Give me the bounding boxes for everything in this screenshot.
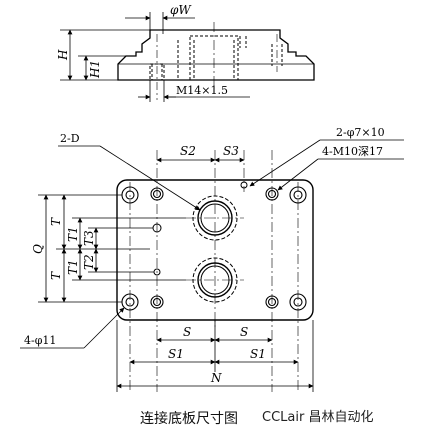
center-port-section bbox=[177, 35, 239, 81]
label-S2: S2 bbox=[180, 144, 196, 158]
label-T1-lower: T1 bbox=[66, 259, 80, 275]
thread-hole-left bbox=[149, 63, 165, 81]
centerlines bbox=[129, 150, 299, 392]
label-H: H bbox=[56, 49, 70, 61]
label-thread: M14×1.5 bbox=[176, 84, 228, 97]
elevation-outline bbox=[117, 29, 315, 81]
m10-holes bbox=[150, 187, 279, 309]
dim-bottom-horizontal bbox=[116, 320, 314, 392]
thread-hole-right bbox=[271, 44, 283, 66]
elevation-view bbox=[117, 22, 315, 100]
label-S-left: S bbox=[183, 325, 191, 339]
dim-phiW bbox=[125, 12, 195, 34]
corner-holes bbox=[121, 186, 307, 311]
label-T3: T3 bbox=[82, 230, 96, 246]
label-T2: T2 bbox=[82, 254, 96, 270]
plan-view bbox=[116, 150, 314, 392]
label-S-right: S bbox=[240, 325, 248, 339]
callout-4phi11-leader bbox=[20, 307, 125, 349]
callout-2D-leader bbox=[58, 145, 201, 211]
label-T-lower: T bbox=[49, 271, 63, 280]
label-Q: Q bbox=[31, 244, 45, 254]
label-H1: H1 bbox=[88, 60, 102, 79]
label-N: N bbox=[210, 371, 222, 385]
label-S1-left: S1 bbox=[168, 347, 184, 361]
pin-hole bbox=[239, 36, 247, 48]
label-S1-right: S1 bbox=[250, 347, 266, 361]
thread-callout bbox=[138, 80, 250, 102]
dim-left-vertical bbox=[38, 194, 186, 303]
dim-H-H1 bbox=[60, 29, 150, 81]
pin-holes bbox=[152, 181, 248, 276]
label-2D: 2-D bbox=[60, 132, 80, 145]
label-T1-upper: T1 bbox=[66, 226, 80, 242]
label-phiW: φW bbox=[170, 3, 192, 17]
label-2phi7: 2-φ7×10 bbox=[336, 126, 385, 139]
callout-right-leaders bbox=[249, 139, 404, 191]
figure-caption: 连接底板尺寸图 bbox=[140, 411, 238, 427]
label-4phi11: 4-φ11 bbox=[24, 334, 56, 347]
label-S3: S3 bbox=[223, 144, 239, 158]
label-T-upper: T bbox=[49, 217, 63, 226]
watermark: CCLair 昌林自动化 bbox=[262, 410, 374, 425]
label-4M10: 4-M10深17 bbox=[322, 145, 383, 158]
